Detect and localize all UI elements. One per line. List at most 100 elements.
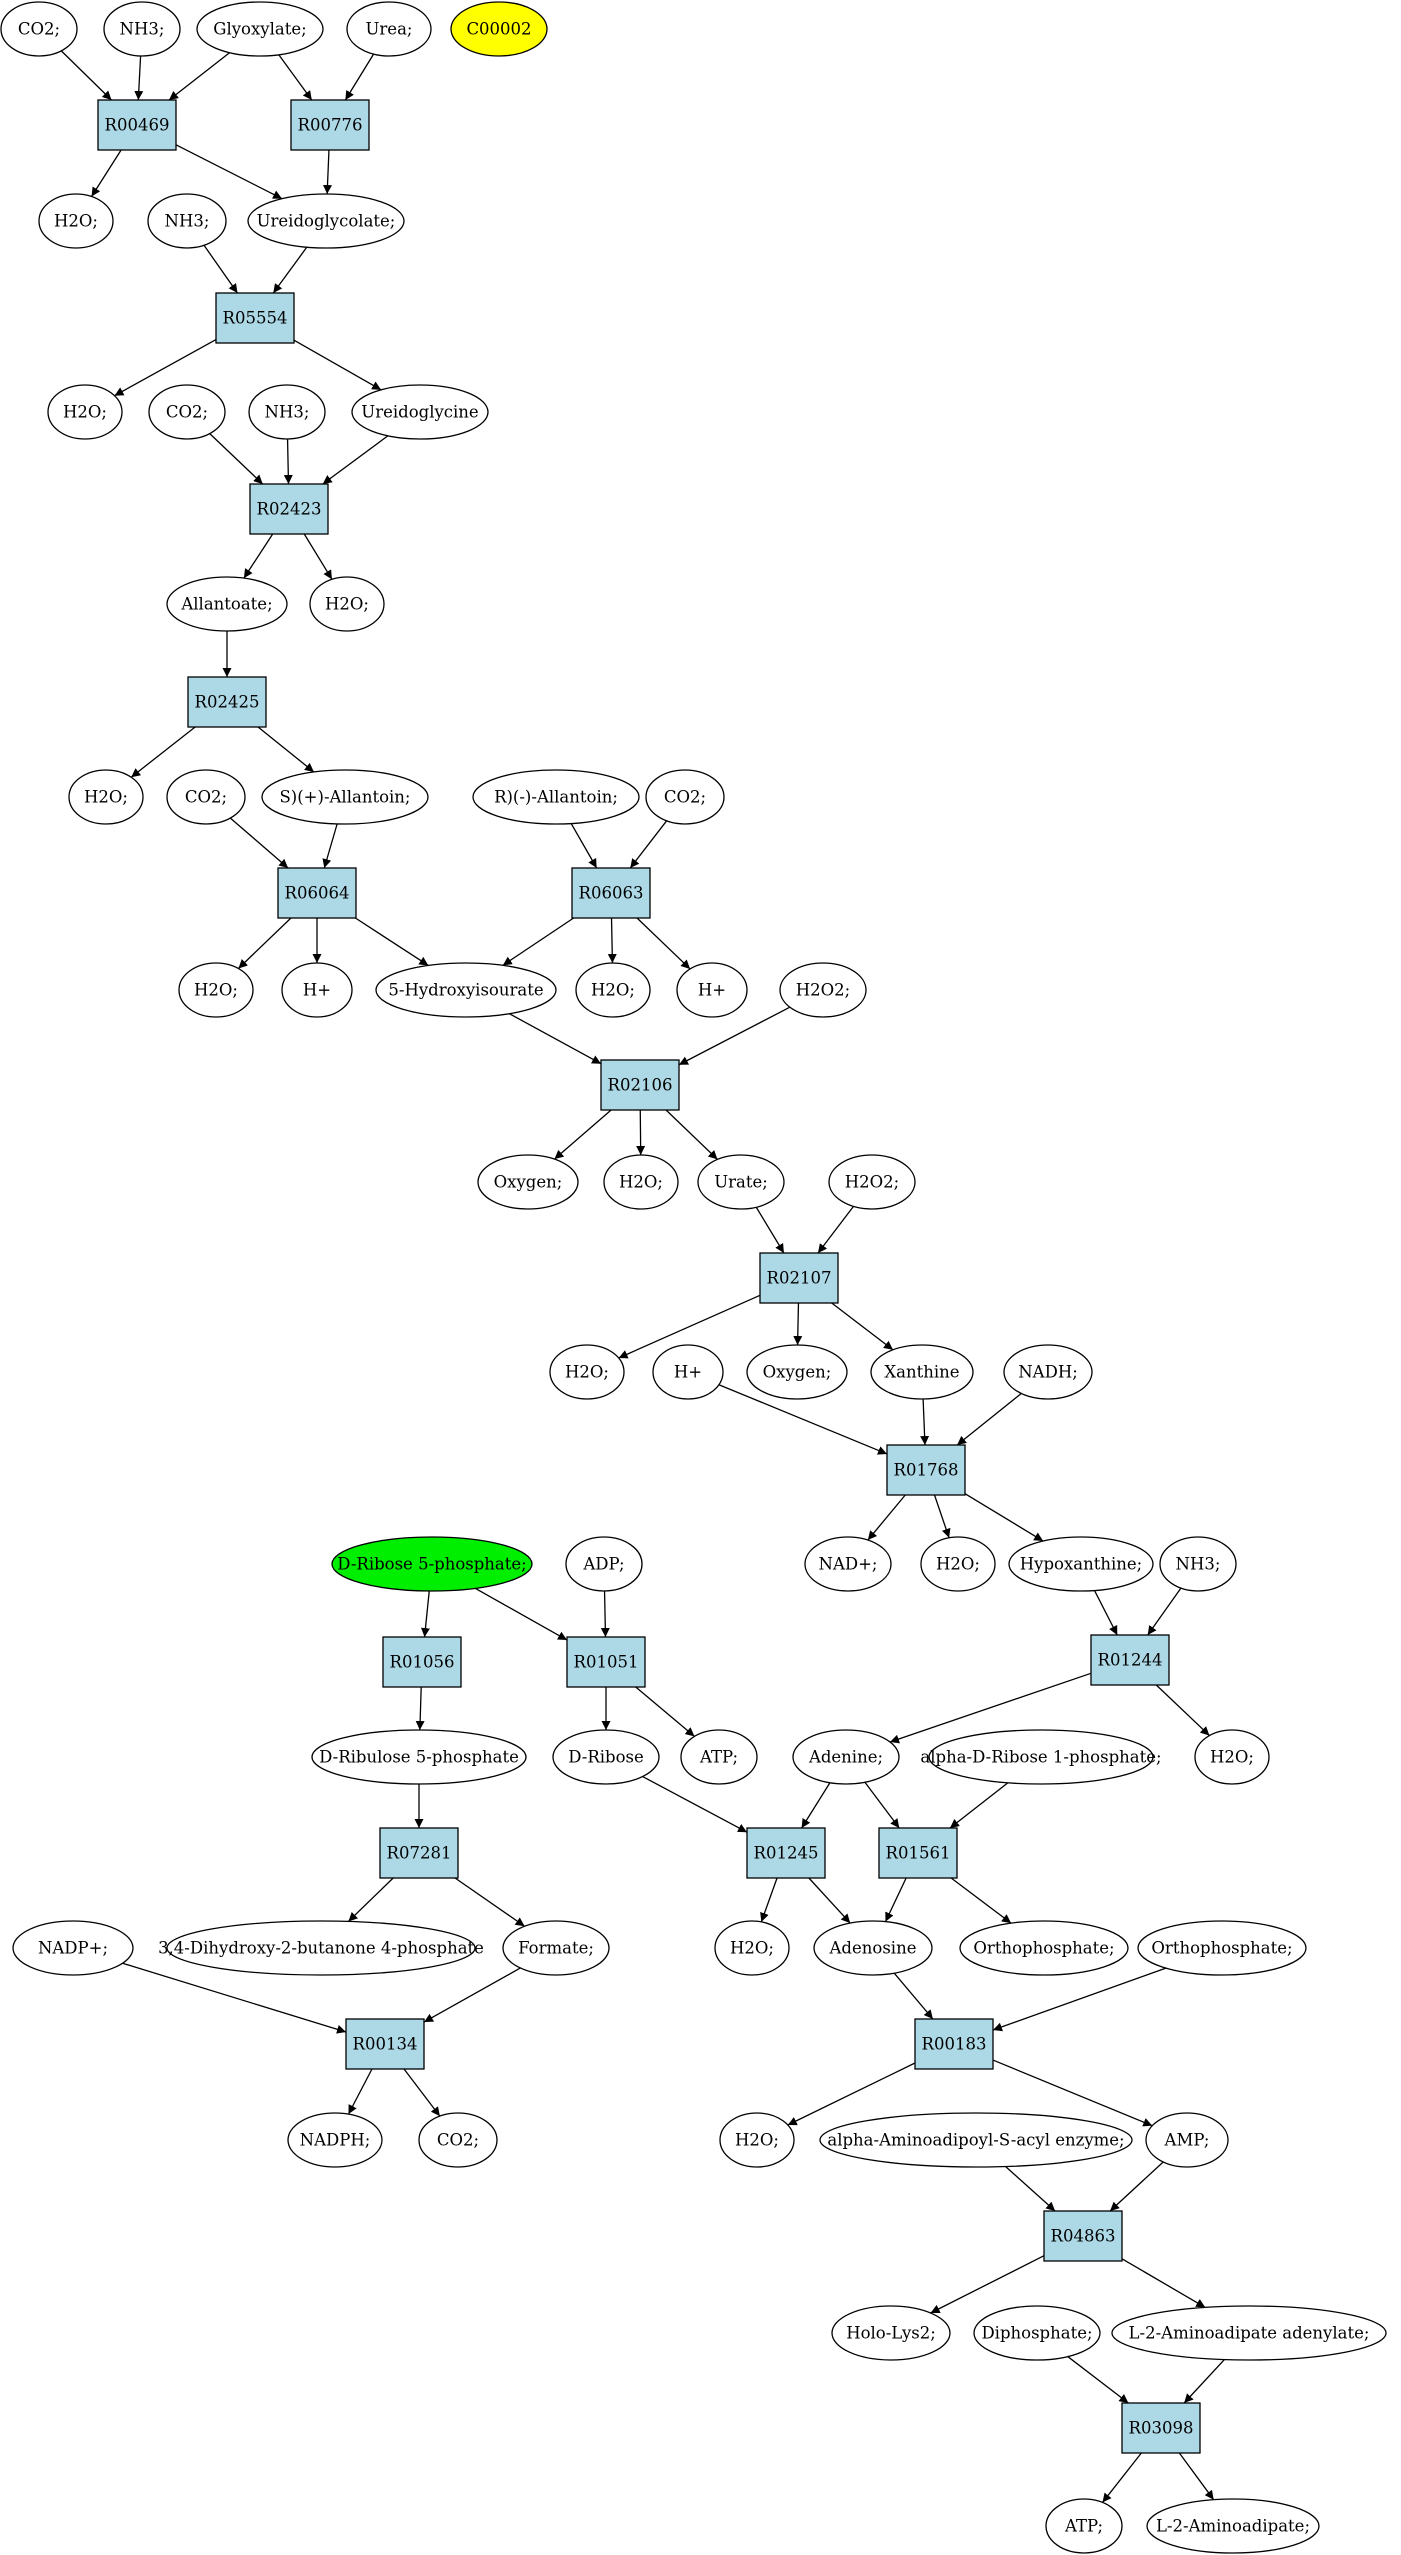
compound-node-oxygen-2[interactable]: Oxygen; (746, 1344, 848, 1400)
compound-node-dhbp[interactable]: 3,4-Dihydroxy-2-butanone 4-phosphate (158, 1920, 484, 1976)
compound-node-co2-3[interactable]: CO2; (166, 769, 246, 825)
edge-R06063-to-hydroxyisourate (502, 917, 574, 966)
compound-node-nh3-2[interactable]: NH3; (147, 193, 227, 249)
reaction-node-r00183[interactable]: R00183 (914, 2018, 994, 2070)
compound-node-h2o-2[interactable]: H2O; (47, 384, 123, 440)
compound-node-h2o-4[interactable]: H2O; (68, 769, 144, 825)
reaction-node-r06064[interactable]: R06064 (277, 867, 357, 919)
reaction-node-r01051[interactable]: R01051 (566, 1636, 646, 1688)
compound-node-c00002[interactable]: C00002 (450, 1, 548, 57)
compound-node-hplus-3[interactable]: H+ (652, 1344, 724, 1400)
compound-node-glyoxylate[interactable]: Glyoxylate; (196, 1, 324, 57)
compound-node-h2o-9[interactable]: H2O; (920, 1536, 996, 1592)
compound-node-h2o2-1[interactable]: H2O2; (779, 962, 867, 1018)
compound-ellipse (148, 384, 226, 440)
reaction-node-r02425[interactable]: R02425 (187, 676, 267, 728)
compound-label: alpha-Aminoadipoyl-S-acyl enzyme; (827, 2131, 1124, 2150)
reaction-node-r03098[interactable]: R03098 (1121, 2402, 1201, 2454)
compound-node-adp[interactable]: ADP; (565, 1536, 643, 1592)
compound-node-atp-1[interactable]: ATP; (680, 1729, 758, 1785)
reaction-node-r07281[interactable]: R07281 (379, 1827, 459, 1879)
compound-node-h2o-5[interactable]: H2O; (178, 962, 254, 1018)
compound-node-nh3-3[interactable]: NH3; (248, 384, 326, 440)
compound-node-h2o-6[interactable]: H2O; (575, 962, 651, 1018)
compound-node-hydroxyisourate[interactable]: 5-Hydroxyisourate (375, 962, 557, 1018)
compound-node-holo-lys2[interactable]: Holo-Lys2; (831, 2305, 951, 2361)
compound-node-nadplus[interactable]: NAD+; (804, 1536, 892, 1592)
compound-label: H2O; (565, 1363, 609, 1382)
compound-node-r-allantoin[interactable]: R)(-)-Allantoin; (472, 769, 640, 825)
compound-node-dribose[interactable]: D-Ribose (552, 1729, 660, 1785)
reaction-node-r01561[interactable]: R01561 (878, 1827, 958, 1879)
compound-node-hplus-1[interactable]: H+ (281, 962, 353, 1018)
reaction-node-r01244[interactable]: R01244 (1090, 1634, 1170, 1686)
reaction-node-r02106[interactable]: R02106 (600, 1059, 680, 1111)
reaction-node-r02107[interactable]: R02107 (759, 1252, 839, 1304)
reaction-box (1090, 1634, 1170, 1686)
compound-ellipse (792, 1729, 900, 1785)
compound-node-atp-2[interactable]: ATP; (1045, 2498, 1123, 2554)
compound-node-h2o2-2[interactable]: H2O2; (828, 1154, 916, 1210)
compound-ellipse (819, 2112, 1133, 2168)
compound-node-h2o-10[interactable]: H2O; (1194, 1729, 1270, 1785)
reaction-node-r01768[interactable]: R01768 (886, 1444, 966, 1496)
compound-ellipse (166, 1920, 476, 1976)
compound-node-l2aa-adenylate[interactable]: L-2-Aminoadipate adenylate; (1111, 2305, 1387, 2361)
compound-node-diphosphate[interactable]: Diphosphate; (973, 2305, 1101, 2361)
reaction-node-r01056[interactable]: R01056 (382, 1636, 462, 1688)
compound-node-allantoate[interactable]: Allantoate; (166, 576, 288, 632)
compound-node-h2o-11[interactable]: H2O; (714, 1920, 790, 1976)
compound-node-orthophosphate-1[interactable]: Orthophosphate; (959, 1920, 1129, 1976)
compound-node-amp[interactable]: AMP; (1145, 2112, 1229, 2168)
compound-node-aaae[interactable]: alpha-Aminoadipoyl-S-acyl enzyme; (819, 2112, 1133, 2168)
edge-R01768-to-h2o_9 (933, 1494, 951, 1539)
compound-ellipse (0, 1, 78, 57)
compound-node-nadpplus[interactable]: NADP+; (12, 1920, 134, 1976)
compound-ellipse (1045, 2498, 1123, 2554)
compound-node-co2-2[interactable]: CO2; (148, 384, 226, 440)
compound-node-h2o-12[interactable]: H2O; (719, 2112, 795, 2168)
compound-node-xanthine[interactable]: Xanthine (870, 1344, 974, 1400)
compound-node-nh3-4[interactable]: NH3; (1159, 1536, 1237, 1592)
compound-node-adenine[interactable]: Adenine; (792, 1729, 900, 1785)
compound-node-adenosine[interactable]: Adenosine (813, 1920, 933, 1976)
reaction-label: R01768 (894, 1461, 959, 1480)
compound-node-orthophosphate-2[interactable]: Orthophosphate; (1137, 1920, 1307, 1976)
reaction-node-r02423[interactable]: R02423 (249, 483, 329, 535)
compound-node-ureidoglycine[interactable]: Ureidoglycine (351, 384, 489, 440)
reaction-node-r01245[interactable]: R01245 (746, 1827, 826, 1879)
reaction-node-r06063[interactable]: R06063 (571, 867, 651, 919)
compound-node-nadh[interactable]: NADH; (1003, 1344, 1093, 1400)
compound-node-ureidoglycolate[interactable]: Ureidoglycolate; (247, 193, 405, 249)
reaction-node-r04863[interactable]: R04863 (1043, 2210, 1123, 2262)
compound-node-hplus-2[interactable]: H+ (676, 962, 748, 1018)
reaction-label: R00776 (298, 116, 363, 135)
edge-co2_4-to-R06063 (629, 820, 668, 869)
compound-node-adr1p[interactable]: alpha-D-Ribose 1-phosphate; (920, 1729, 1162, 1785)
compound-node-urea[interactable]: Urea; (346, 1, 432, 57)
compound-node-nh3-1[interactable]: NH3; (103, 1, 181, 57)
compound-node-nadph[interactable]: NADPH; (287, 2112, 383, 2168)
compound-label: D-Ribulose 5-phosphate (319, 1748, 519, 1767)
compound-node-h2o-8[interactable]: H2O; (549, 1344, 625, 1400)
compound-node-hypoxanthine[interactable]: Hypoxanthine; (1008, 1536, 1154, 1592)
compound-node-co2-1[interactable]: CO2; (0, 1, 78, 57)
compound-node-co2-4[interactable]: CO2; (645, 769, 725, 825)
compound-node-s-allantoin[interactable]: S)(+)-Allantoin; (261, 769, 429, 825)
compound-node-h2o-3[interactable]: H2O; (309, 576, 385, 632)
compound-node-dribose5p[interactable]: D-Ribose 5-phosphate; (331, 1536, 533, 1592)
compound-node-co2-5[interactable]: CO2; (418, 2112, 498, 2168)
compound-node-urate[interactable]: Urate; (697, 1154, 785, 1210)
compound-node-dribulose5p[interactable]: D-Ribulose 5-phosphate (311, 1729, 527, 1785)
reaction-node-r00469[interactable]: R00469 (97, 99, 177, 151)
compound-node-h2o-1[interactable]: H2O; (38, 193, 114, 249)
compound-node-l2aminoadipate[interactable]: L-2-Aminoadipate; (1146, 2498, 1320, 2554)
compound-node-oxygen-1[interactable]: Oxygen; (477, 1154, 579, 1210)
reaction-node-r00134[interactable]: R00134 (345, 2018, 425, 2070)
reaction-node-r05554[interactable]: R05554 (215, 292, 295, 344)
reaction-node-r00776[interactable]: R00776 (290, 99, 370, 151)
compound-node-formate[interactable]: Formate; (502, 1920, 610, 1976)
compound-node-h2o-7[interactable]: H2O; (603, 1154, 679, 1210)
compound-label: ATP; (699, 1748, 738, 1767)
reaction-box (1121, 2402, 1201, 2454)
